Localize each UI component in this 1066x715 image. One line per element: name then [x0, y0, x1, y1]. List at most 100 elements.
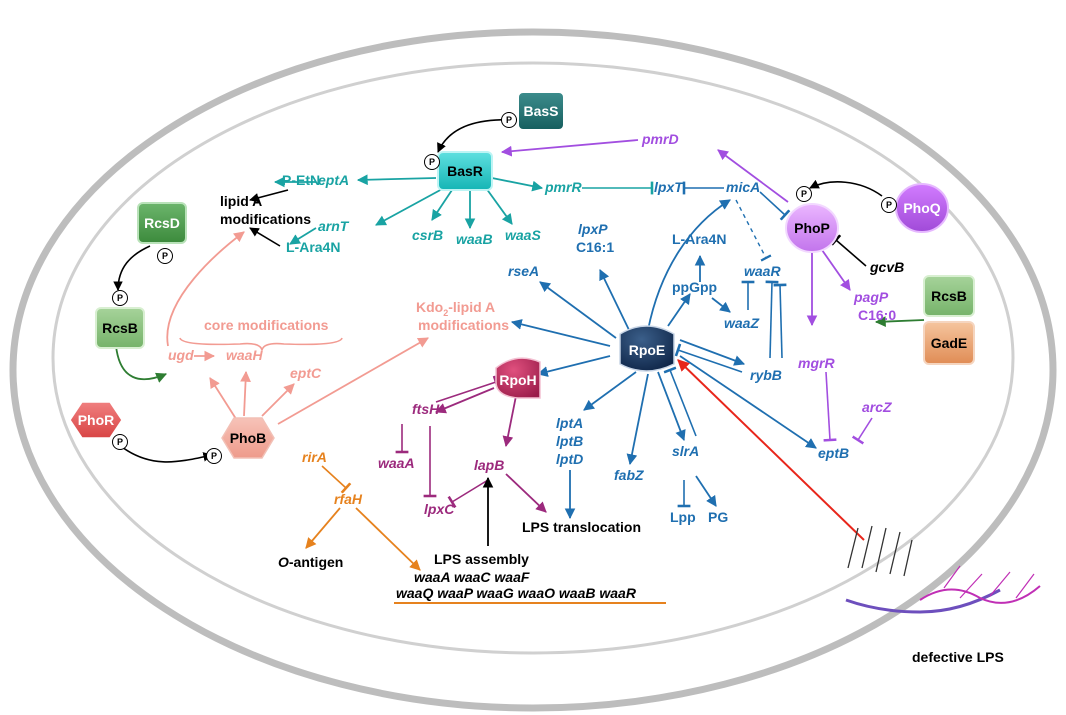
rpoe-rsea-arrow — [539, 281, 617, 339]
pmrr-label: pmrR — [545, 179, 582, 195]
lara4n-lipida-arrow — [249, 227, 281, 247]
phob-node — [221, 417, 275, 459]
pagp-sub-label: C16:0 — [858, 307, 897, 323]
lpxp-label: lpxP — [578, 221, 608, 237]
arcz-label: arcZ — [862, 399, 892, 415]
rcsb-left-node — [95, 307, 145, 349]
kdo-subscript: 2 — [443, 307, 449, 318]
rpoe-node — [619, 325, 675, 372]
rcsb-left-label: RcsB — [102, 320, 138, 336]
rpoe-mica-arrow — [647, 199, 731, 331]
slra-label: slrA — [672, 443, 700, 459]
basr-label: BasR — [447, 163, 483, 179]
rpoe-rpoh-arrow — [536, 355, 611, 377]
lara4n-blue-label: L-Ara4N — [672, 231, 727, 247]
defective-lps-icon — [845, 525, 1041, 614]
gcvb-label: gcvB — [870, 259, 905, 275]
basr-epta-arrow — [356, 174, 437, 186]
rira-rfah-inhibit — [321, 465, 352, 494]
gcvb-phop-inhibit — [830, 234, 867, 267]
bass-phospho: P — [501, 112, 517, 128]
ppgpp-waaz-arrow — [711, 297, 731, 313]
rpoe-ppgpp-arrow — [667, 293, 691, 327]
slra-pg-arrow — [695, 475, 717, 507]
phob-ugd-arrow — [209, 377, 239, 423]
pagp-label: pagP — [854, 289, 889, 305]
mgrr-label: mgrR — [798, 355, 835, 371]
basr-node — [437, 151, 493, 191]
mica-waar-dashed — [735, 199, 772, 262]
phoq-phop-arrow — [809, 179, 883, 197]
rpoh-label: RpoH — [499, 372, 537, 388]
rsea-label: rseA — [508, 263, 540, 279]
waar-label: waaR — [744, 263, 781, 279]
phob-kdo-arrow — [277, 337, 429, 425]
csrb-label: csrB — [412, 227, 444, 243]
basr-csrb-arrow — [431, 189, 453, 221]
rira-label: rirA — [302, 449, 327, 465]
bass-label: BasS — [523, 103, 559, 119]
inner-membrane — [51, 61, 1015, 655]
basr-waas-arrow — [485, 187, 513, 225]
rpoh-ftsh-arrow — [435, 387, 495, 414]
phop-node — [785, 203, 839, 253]
ftsh-rpoh-inhibit — [435, 375, 500, 403]
pmrd-basr-arrow — [500, 139, 639, 157]
arcz-eptb-inhibit — [851, 417, 873, 445]
lapb-translocation-arrow — [505, 473, 547, 513]
rpoe-rybb-arrow — [679, 339, 746, 366]
phor-phospho: P — [112, 434, 128, 450]
oantigen-rest: -antigen — [288, 554, 344, 570]
lpxt-label: lpxT — [654, 179, 683, 195]
rybb-waar-inhibit-2 — [773, 283, 787, 359]
lpxc-label: lpxC — [424, 501, 455, 517]
genes-line2-label: waaQ waaP waaG waaO waaB waaR — [396, 585, 636, 601]
phob-phospho: P — [206, 448, 222, 464]
defective-lps-label: defective LPS — [912, 649, 1004, 665]
lipida-mod-label: modifications — [220, 211, 312, 227]
lpxp-sub-label: C16:1 — [576, 239, 615, 255]
rcsd-rcsb-arrow — [113, 245, 151, 291]
arnt-label: arnT — [318, 218, 349, 234]
rpoh-node — [495, 357, 541, 399]
basr-pmrr-arrow — [491, 177, 544, 192]
ftsh-label: ftsH — [412, 401, 440, 417]
waas-label: waaS — [505, 227, 541, 243]
petn-lipida-arrow — [249, 189, 289, 203]
phop-pagp-arrow — [821, 249, 851, 291]
pmrd-label: pmrD — [642, 131, 679, 147]
eptb-label: eptB — [818, 445, 850, 461]
ppgpp-label: ppGpp — [672, 279, 718, 295]
ugd-lipida-arrow — [166, 231, 245, 347]
phor-node — [69, 401, 123, 439]
eptc-label: eptC — [290, 365, 322, 381]
rybb-label: rybB — [750, 367, 782, 383]
phor-phob-arrow — [117, 443, 213, 463]
rfah-oantigen-arrow — [305, 507, 341, 549]
epta-label: eptA — [318, 172, 350, 188]
bass-node — [517, 91, 565, 131]
phop-pmrd-arrow — [717, 149, 789, 203]
defective-lps-rpoe-arrow — [677, 359, 865, 541]
slra-rpoe-inhibit — [663, 366, 697, 437]
rcsb-ugd-arrow — [115, 345, 167, 383]
phoq-label: PhoQ — [903, 200, 941, 216]
gade-node — [923, 321, 975, 365]
oantigen-o: O — [278, 554, 289, 570]
arnt-lara4n-arrow — [289, 227, 317, 245]
mica-label: micA — [726, 179, 761, 195]
basr-phospho: P — [424, 154, 440, 170]
rpoe-label: RpoE — [628, 342, 666, 358]
phop-label: PhoP — [794, 220, 830, 236]
gade-label: GadE — [930, 335, 968, 351]
rcsb-right-label: RcsB — [931, 288, 967, 304]
petn-label: P-EtN — [282, 172, 321, 188]
lapb-lpxc-inhibit — [447, 479, 489, 509]
genes-line1-label: waaA waaC waaF — [414, 569, 530, 585]
phor-label: PhoR — [77, 412, 115, 428]
outer-membrane — [9, 28, 1057, 712]
rpoe-fabz-arrow — [626, 373, 649, 466]
phoq-phospho: P — [881, 197, 897, 213]
lpp-label: Lpp — [670, 509, 696, 525]
